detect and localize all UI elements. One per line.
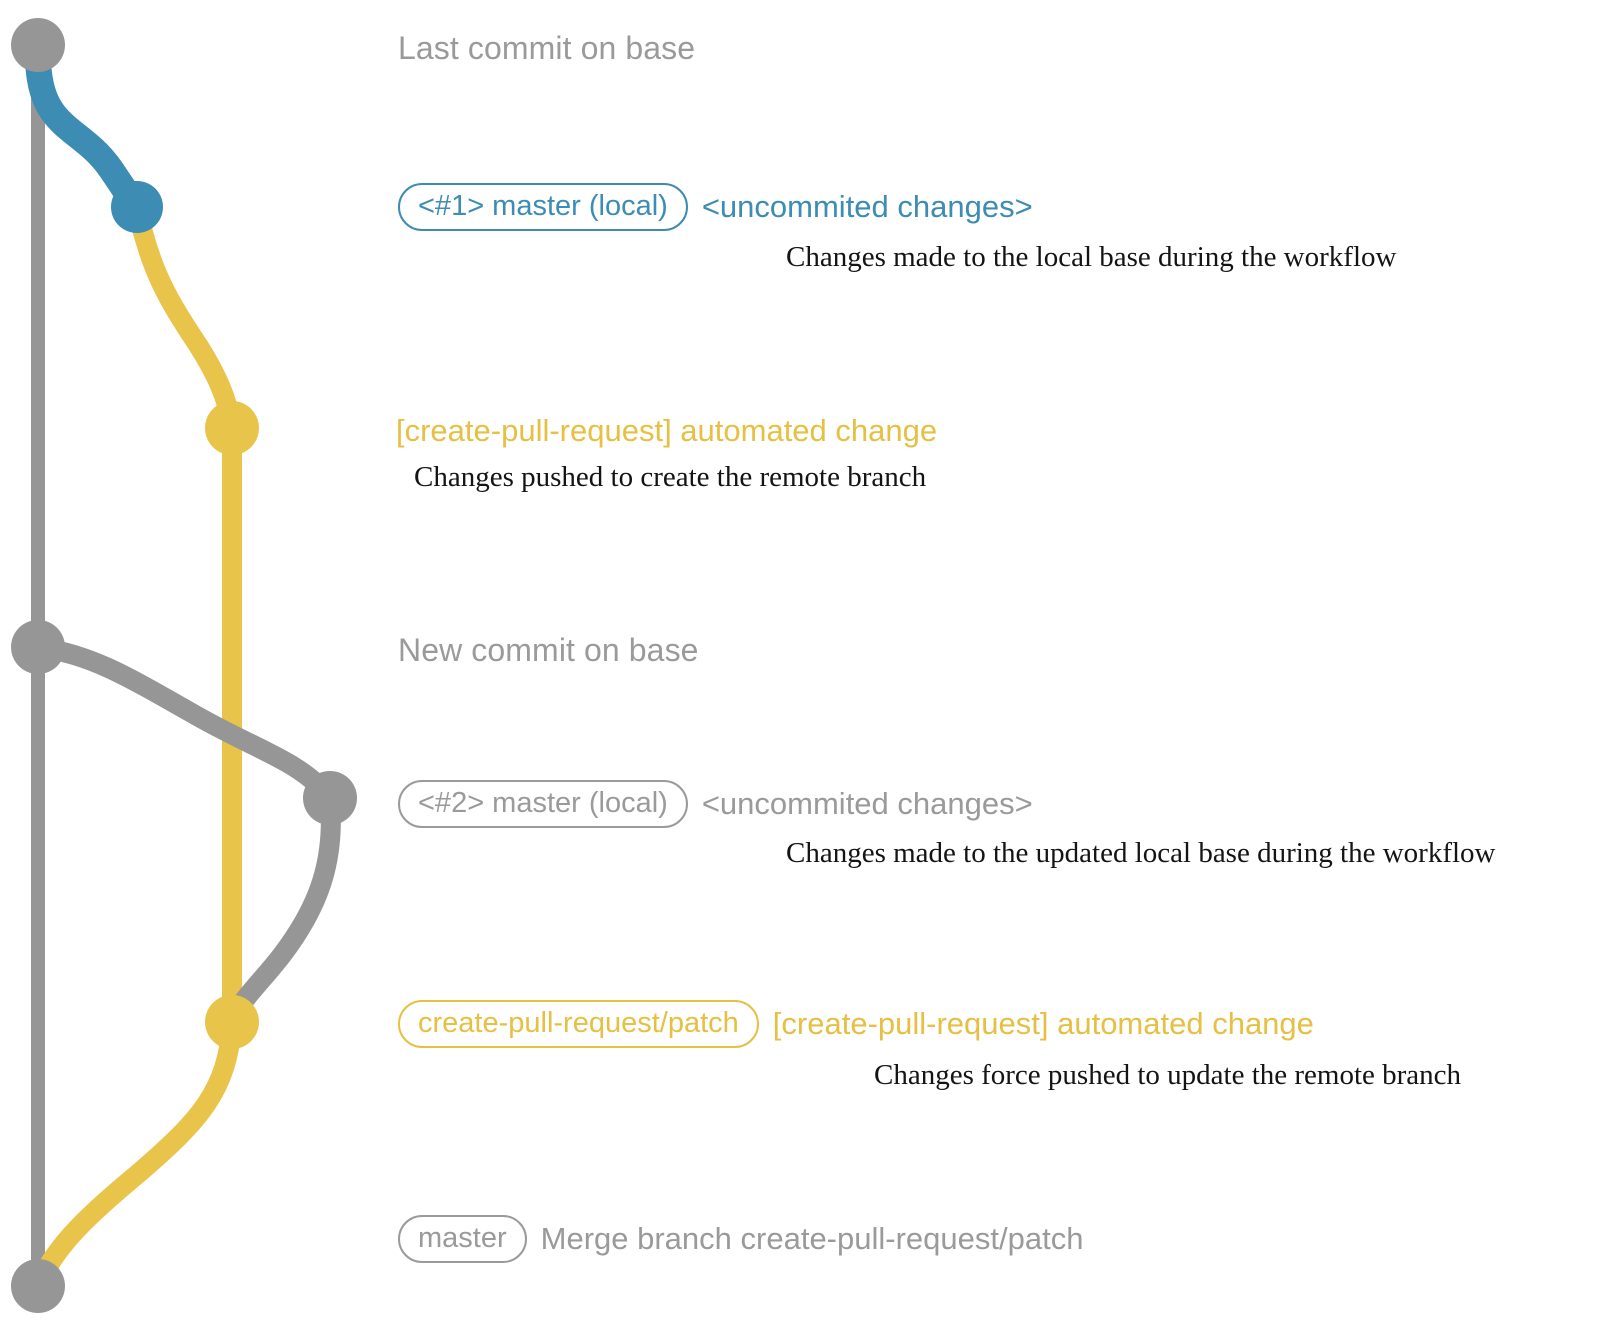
heading-new-commit-on-base: New commit on base — [398, 632, 699, 668]
ref-pill-patch-update[interactable]: create-pull-request/patch — [398, 1000, 759, 1049]
entry-local-1: <#1> master (local) <uncommited changes> — [398, 183, 1033, 232]
commit-description-patch-update: Changes force pushed to update the remot… — [874, 1059, 1462, 1091]
local-1-node[interactable] — [111, 181, 163, 233]
ref-pill-local-2[interactable]: <#2> master (local) — [398, 780, 688, 829]
commit-description-local-1: Changes made to the local base during th… — [786, 241, 1397, 273]
patch-create-branch-line — [127, 197, 242, 438]
commit-subject-patch-create: [create-pull-request] automated change — [396, 413, 938, 448]
patch-create-node[interactable] — [205, 401, 259, 455]
entry-merge: master Merge branch create-pull-request/… — [398, 1215, 1084, 1264]
local-2-branch-line — [28, 637, 340, 808]
commit-description-patch-create: Changes pushed to create the remote bran… — [414, 461, 927, 493]
ref-pill-master[interactable]: master — [398, 1215, 527, 1264]
entry-local-2: <#2> master (local) <uncommited changes> — [398, 780, 1033, 829]
commit-subject-local-1: <uncommited changes> — [701, 189, 1033, 225]
heading-last-commit-on-base: Last commit on base — [398, 30, 696, 66]
base-head-node[interactable] — [11, 18, 65, 72]
git-graph — [11, 18, 357, 1313]
commit-subject-local-2: <uncommited changes> — [701, 786, 1033, 822]
merge-node[interactable] — [11, 1259, 65, 1313]
commit-subject-merge: Merge branch create-pull-request/patch — [540, 1221, 1084, 1257]
base-new-node[interactable] — [11, 620, 65, 674]
commit-description-local-2: Changes made to the updated local base d… — [786, 837, 1496, 869]
merge-branch-line — [28, 1012, 242, 1296]
entry-patch-update: create-pull-request/patch [create-pull-r… — [398, 1000, 1314, 1049]
patch-update-node[interactable] — [205, 995, 259, 1049]
commit-subject-patch-update: [create-pull-request] automated change — [772, 1006, 1314, 1042]
ref-pill-local-1[interactable]: <#1> master (local) — [398, 183, 688, 232]
local-2-node[interactable] — [303, 771, 357, 825]
